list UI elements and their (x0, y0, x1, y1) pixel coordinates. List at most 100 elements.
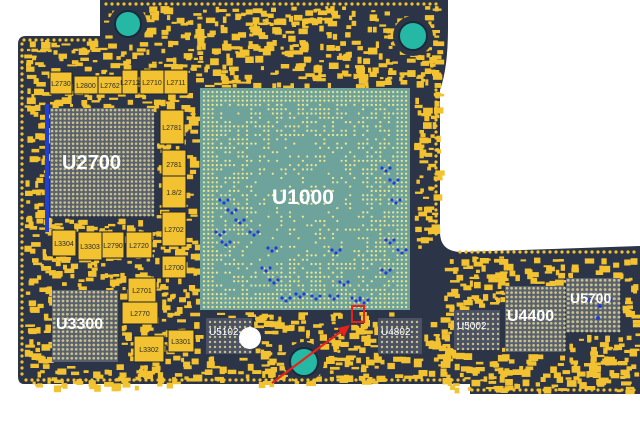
solder-ball (549, 344, 553, 347)
solder-ball (594, 329, 598, 333)
solder-ball (366, 99, 369, 102)
solder-ball (319, 116, 322, 119)
solder-ball (400, 176, 403, 180)
solder-ball (612, 329, 616, 333)
solder-ball (211, 125, 214, 128)
copper-pad (91, 100, 100, 103)
solder-ball (599, 297, 602, 301)
solder-ball (63, 163, 67, 167)
solder-ball (109, 180, 113, 183)
solder-ball (241, 301, 244, 304)
copper-pad (276, 82, 282, 88)
solder-ball (211, 219, 214, 223)
solder-ball (75, 171, 79, 175)
solder-ball (110, 290, 113, 294)
solder-ball (92, 171, 96, 175)
copper-pad (258, 381, 266, 389)
solder-ball (527, 300, 531, 303)
solder-ball (80, 163, 83, 167)
copper-pad (120, 54, 125, 57)
solder-ball (580, 306, 584, 310)
solder-ball (84, 188, 88, 192)
copper-pad (138, 229, 142, 234)
solder-ball (88, 125, 92, 129)
solder-ball (366, 245, 369, 248)
via (268, 278, 272, 282)
copper-pad (183, 365, 192, 370)
solder-ball (59, 175, 62, 179)
solder-ball (379, 194, 382, 197)
edge-via (512, 388, 516, 392)
solder-ball (143, 112, 146, 116)
copper-pad (28, 324, 35, 327)
solder-ball (379, 258, 382, 261)
copper-pad (214, 21, 219, 27)
solder-ball (67, 112, 71, 116)
solder-ball (405, 207, 408, 210)
solder-ball (211, 103, 214, 106)
edge-via (434, 178, 438, 182)
edge-via (36, 378, 40, 382)
solder-ball (349, 95, 352, 98)
solder-ball (481, 327, 485, 331)
solder-ball (130, 112, 134, 116)
copper-pad (562, 370, 571, 375)
solder-ball (395, 335, 399, 339)
solder-ball (405, 325, 409, 329)
solder-ball (288, 284, 292, 287)
solder-ball (589, 324, 593, 328)
solder-ball (314, 219, 317, 223)
copper-pad (599, 342, 609, 348)
solder-ball (83, 352, 87, 356)
solder-ball (143, 209, 146, 213)
solder-ball (151, 133, 155, 137)
copper-pad (357, 46, 363, 51)
solder-ball (147, 125, 151, 129)
solder-ball (405, 90, 408, 94)
edge-via (434, 184, 438, 188)
solder-ball (349, 228, 352, 231)
solder-ball (344, 267, 347, 270)
solder-ball (130, 108, 134, 112)
solder-ball (241, 224, 244, 227)
solder-ball (396, 95, 399, 98)
solder-ball (336, 112, 339, 115)
copper-pad (535, 281, 545, 284)
copper-pad (438, 345, 447, 352)
solder-ball (228, 189, 231, 192)
solder-ball (80, 121, 83, 125)
solder-ball (405, 151, 408, 154)
solder-ball (585, 297, 589, 301)
solder-ball (466, 342, 470, 346)
solder-ball (84, 108, 88, 112)
solder-ball (456, 347, 460, 351)
edge-via (578, 388, 582, 392)
solder-ball (57, 348, 60, 351)
solder-ball (276, 250, 279, 253)
solder-ball (63, 108, 67, 112)
solder-ball (138, 108, 142, 112)
solder-ball (410, 335, 414, 339)
solder-ball (297, 262, 300, 266)
solder-ball (617, 329, 621, 333)
copper-pad (361, 365, 365, 368)
solder-ball (310, 90, 313, 94)
solder-ball (211, 262, 214, 266)
edge-via (620, 250, 624, 254)
solder-ball (50, 108, 54, 112)
copper-pad (585, 386, 596, 391)
copper-pad (264, 330, 274, 335)
copper-pad (157, 215, 165, 219)
solder-ball (340, 112, 343, 115)
solder-ball (113, 188, 117, 192)
solder-ball (288, 133, 292, 137)
copper-pad (62, 282, 67, 286)
solder-ball (297, 99, 300, 102)
solder-ball (208, 345, 212, 349)
copper-pad (214, 376, 224, 381)
solder-ball (549, 291, 553, 294)
solder-ball (80, 201, 83, 204)
solder-ball (117, 150, 121, 154)
solder-ball (202, 258, 206, 261)
solder-ball (558, 322, 562, 325)
